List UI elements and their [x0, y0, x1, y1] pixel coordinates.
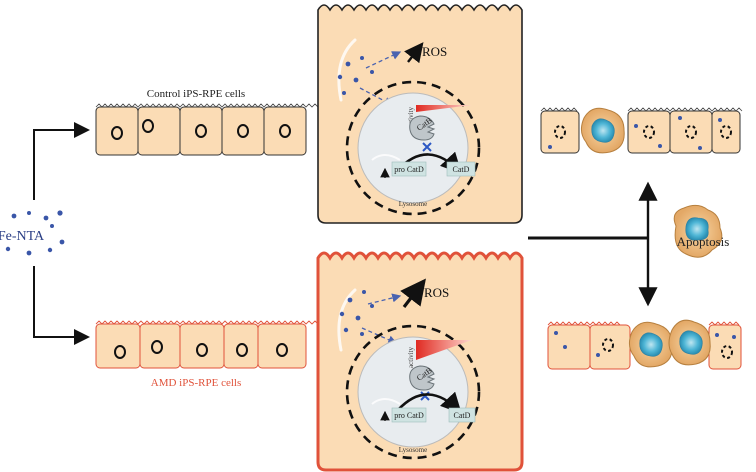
- activity-label-amd: activity: [407, 347, 415, 368]
- amd-monolayer: AMD iPS-RPE cells: [95, 320, 343, 389]
- ros-label-control: ROS: [422, 44, 447, 59]
- fe-nta-label: Fe-NTA: [0, 229, 45, 244]
- lysosome-label-amd: Lysosome: [399, 446, 427, 454]
- control-cell-zoom: ROS activity CatB pro CatD CatD Lysosome: [317, 4, 523, 224]
- ros-up-arrow-icon-amd: [400, 278, 426, 308]
- apoptotic-cell-amd-2: [668, 319, 711, 366]
- catd-label-control: CatD: [453, 165, 470, 174]
- arrow-to-amd: [33, 266, 90, 345]
- control-outcome-monolayer: [540, 107, 743, 154]
- apoptosis-connector: [528, 181, 658, 307]
- ros-up-arrow-icon: [404, 42, 424, 64]
- pro-catd-label-control: pro CatD: [394, 165, 424, 174]
- activity-label-control: activity: [407, 107, 415, 128]
- catd-label-amd: CatD: [454, 411, 471, 420]
- control-monolayer: Control iPS-RPE cells: [95, 88, 325, 156]
- apoptosis-label: Apoptosis: [677, 234, 730, 249]
- amd-cells-label: AMD iPS-RPE cells: [151, 377, 241, 389]
- apoptotic-cell-icon: [673, 204, 723, 258]
- control-cells-label: Control iPS-RPE cells: [147, 88, 245, 100]
- pro-catd-label-amd: pro CatD: [394, 411, 424, 420]
- inhibition-x-icon: [422, 142, 432, 152]
- ros-label-amd: ROS: [424, 285, 449, 300]
- amd-cell-zoom: ROS activity CatB pro CatD CatD Lysosome: [316, 251, 524, 472]
- amd-outcome-monolayer: [547, 319, 742, 370]
- catb-enzyme-icon-amd: [409, 365, 436, 391]
- iron-dots-amd-cell: [339, 290, 374, 336]
- iron-dots-control-cell: [337, 56, 374, 95]
- fe-nta-group: Fe-NTA: [0, 122, 90, 345]
- apoptotic-cell-control: [580, 107, 625, 154]
- arrow-to-control: [33, 122, 90, 200]
- iron-dots: [5, 210, 65, 256]
- catb-enzyme-icon: [409, 115, 436, 141]
- apoptotic-cell-amd-1: [628, 321, 673, 368]
- lysosome-label-control: Lysosome: [399, 200, 427, 208]
